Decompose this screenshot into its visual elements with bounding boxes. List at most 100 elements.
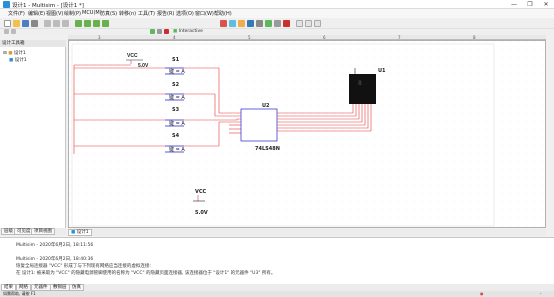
pause-sim-icon[interactable]: [157, 29, 162, 34]
multisim-app-icon: [3, 1, 10, 8]
switch-wires[interactable]: [74, 67, 241, 147]
redo-icon[interactable]: [11, 29, 16, 34]
menu-edit[interactable]: 编辑(E): [28, 11, 46, 17]
grapher-icon[interactable]: [256, 20, 263, 27]
switch-s4-key: 键 = A: [169, 146, 185, 153]
vcc-bottom-value: 5.0V: [195, 210, 208, 216]
ruler-label: 5: [248, 35, 251, 40]
tree-root[interactable]: ⊟ ■ 设计1: [3, 50, 26, 56]
sheet-icon: ■: [9, 58, 14, 63]
seven-segment-display-u1[interactable]: U1 8: [349, 68, 386, 104]
tab-copper-layers[interactable]: 敷铜层: [50, 284, 70, 291]
status-right: -: [540, 291, 542, 296]
menu-place[interactable]: 绘制(P): [64, 11, 81, 17]
menu-file[interactable]: 文件(F): [8, 11, 25, 17]
menu-transfer[interactable]: 转移(n): [119, 11, 137, 17]
cut-icon[interactable]: [44, 20, 51, 27]
design-folder-icon: ■: [8, 51, 13, 56]
menu-mcu[interactable]: MCU(M): [82, 10, 102, 16]
menu-view[interactable]: 视图(V): [46, 11, 64, 17]
switch-s3[interactable]: S3 键 = A: [165, 107, 185, 127]
main-toolbar: [0, 18, 554, 29]
vcc-top-value: 5.0V: [138, 63, 149, 69]
close-button[interactable]: ✕: [543, 1, 549, 8]
undo-icon[interactable]: [4, 29, 9, 34]
status-help-text: 如需帮助, 请按 F1: [3, 291, 36, 296]
tab-nets[interactable]: 网络: [16, 284, 31, 291]
menu-reports[interactable]: 报告(R): [157, 11, 175, 17]
vcc-top-label: VCC: [127, 53, 138, 59]
output-line: 恢复全局连接器 "VCC" 形成了与下列现有网络应当连接的虚拟连接:: [16, 264, 151, 269]
minimize-button[interactable]: —: [511, 1, 517, 8]
switch-s2[interactable]: S2 键 = A: [165, 82, 185, 101]
maximize-button[interactable]: ❐: [527, 1, 533, 8]
instrument-icon[interactable]: [229, 20, 236, 27]
schematic-drawing[interactable]: VCC 5.0V S1 键 = A S2 键 = A S3 键 = A: [69, 41, 546, 228]
tab-components[interactable]: 元器件: [31, 284, 51, 291]
ime-indicator: ●: [480, 291, 484, 296]
switch-s1[interactable]: S1 键 = A: [165, 57, 185, 75]
copy-icon[interactable]: [53, 20, 60, 27]
segment-wires[interactable]: [277, 103, 372, 132]
switch-s3-name: S3: [172, 107, 180, 113]
pause-icon[interactable]: [274, 20, 281, 27]
component-icon[interactable]: [220, 20, 227, 27]
list-icon[interactable]: [296, 20, 303, 27]
vcc-top-symbol[interactable]: VCC 5.0V: [126, 53, 149, 69]
tree-child[interactable]: ■ 设计1: [9, 57, 27, 63]
database-icon[interactable]: [305, 20, 312, 27]
window-title: 设计1 - Multisim - [设计1 *]: [12, 3, 84, 9]
tab-simulation[interactable]: 仿真: [69, 284, 84, 291]
stop-icon[interactable]: [283, 20, 290, 27]
output-line: 在 设计1: 被采取为 "VCC" 的隐藏电源管脚使用的名称为 "VCC" 的隐…: [16, 271, 276, 276]
decoder-chip-u2[interactable]: U2 74LS48N: [240, 103, 280, 152]
output-line: Multisim - 2020年6月2日, 18:11:56: [16, 243, 94, 248]
menu-tools[interactable]: 工具(T): [138, 11, 155, 17]
zoom-area-icon[interactable]: [93, 20, 100, 27]
new-file-icon[interactable]: [4, 20, 11, 27]
zoom-fit-icon[interactable]: [102, 20, 109, 27]
meter-icon[interactable]: [247, 20, 254, 27]
menu-bar: 文件(F) 编辑(E) 视图(V) 绘制(P) MCU(M) 仿真(S) 转移(…: [0, 9, 554, 18]
paste-icon[interactable]: [62, 20, 69, 27]
zoom-out-icon[interactable]: [84, 20, 91, 27]
menu-options[interactable]: 选项(O): [176, 11, 194, 17]
switch-s4-name: S4: [172, 133, 180, 139]
play-icon[interactable]: [150, 29, 155, 34]
interactive-mode[interactable]: ■ Interactive: [173, 29, 203, 34]
status-bar: 如需帮助, 请按 F1 ● -: [0, 291, 554, 297]
ruler-label: 8: [473, 35, 476, 40]
switch-s2-name: S2: [172, 82, 180, 88]
ruler-label: 7: [398, 35, 401, 40]
vcc-bottom-label: VCC: [195, 189, 207, 195]
run-icon[interactable]: [265, 20, 272, 27]
ruler-label: 4: [173, 35, 176, 40]
display-ref: U1: [378, 68, 386, 74]
menu-window[interactable]: 窗口(W): [195, 11, 214, 17]
spreadsheet-output[interactable]: Multisim - 2020年6月2日, 18:11:56 Multisim …: [0, 237, 554, 284]
menu-help[interactable]: 帮助(H): [214, 11, 232, 17]
zoom-in-icon[interactable]: [75, 20, 82, 27]
tab-results[interactable]: 结果: [1, 284, 16, 291]
grid-background: [69, 41, 545, 227]
interactive-indicator-icon: ■: [173, 29, 178, 34]
output-line: Multisim - 2020年6月2日, 18:40:36: [16, 257, 94, 262]
panel-tabs: 层级 可见度 项目视图: [0, 228, 66, 235]
help-icon[interactable]: [314, 20, 321, 27]
menu-simulate[interactable]: 仿真(S): [100, 11, 118, 17]
probe-icon[interactable]: [238, 20, 245, 27]
tab-project-view[interactable]: 项目视图: [31, 228, 55, 235]
open-folder-icon[interactable]: [13, 20, 20, 27]
schematic-canvas[interactable]: VCC 5.0V S1 键 = A S2 键 = A S3 键 = A: [68, 40, 546, 228]
save-icon[interactable]: [22, 20, 29, 27]
switch-s4[interactable]: S4 键 = A: [165, 133, 185, 153]
expand-icon[interactable]: ⊟: [3, 51, 7, 56]
ime-icon: ●: [480, 291, 484, 296]
vcc-bottom-symbol[interactable]: VCC 5.0V: [193, 189, 208, 216]
stop-sim-icon[interactable]: [164, 29, 169, 34]
tab-design1[interactable]: ■ 设计1: [68, 229, 92, 236]
title-bar: 设计1 - Multisim - [设计1 *] — ❐ ✕: [0, 0, 554, 9]
switch-s3-key: 键 = A: [169, 120, 185, 127]
print-icon[interactable]: [31, 20, 38, 27]
interactive-label: Interactive: [178, 29, 203, 34]
